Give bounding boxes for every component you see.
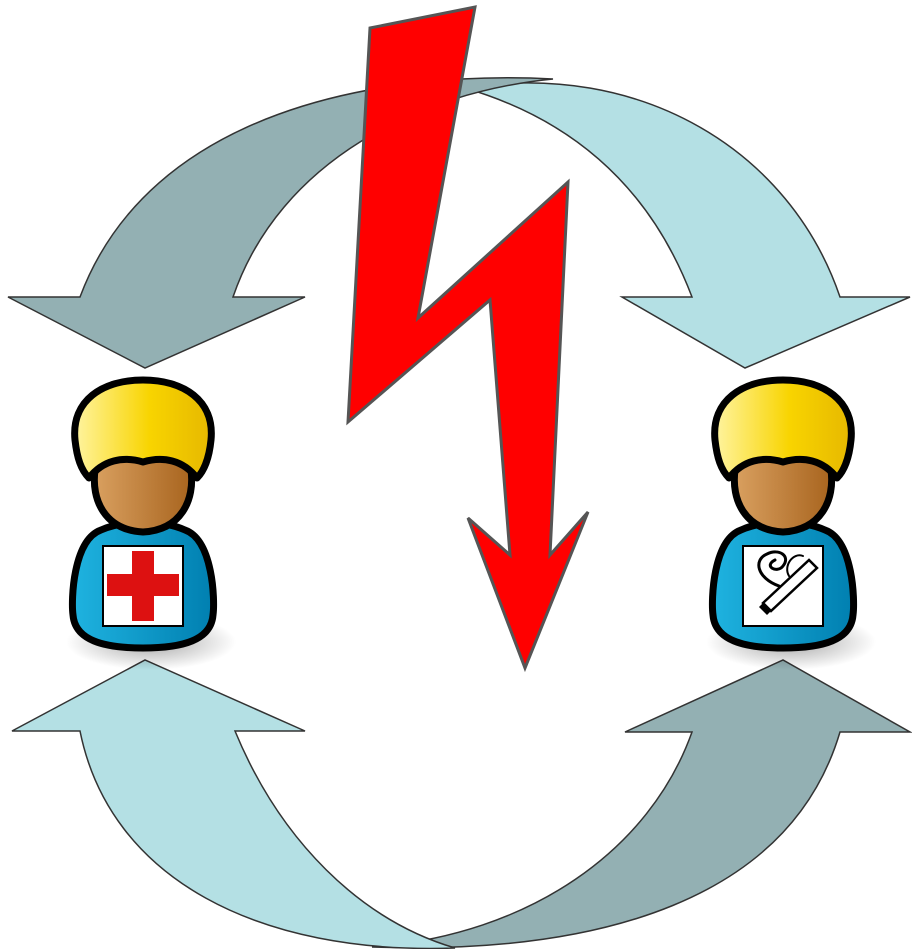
left-person	[66, 376, 236, 670]
lightning-bolt-icon	[346, 5, 590, 673]
person-hair	[71, 376, 215, 482]
top-right-arrow	[464, 82, 911, 369]
person-hair	[711, 376, 855, 482]
person-face	[90, 451, 196, 536]
bottom-right-arrow	[371, 659, 912, 949]
bottom-left-arrow	[11, 659, 456, 949]
right-person	[706, 376, 876, 670]
person-face	[730, 451, 836, 536]
red-cross-icon	[107, 551, 179, 621]
smoking-icon	[757, 550, 819, 615]
top-left-arrow	[7, 77, 554, 369]
